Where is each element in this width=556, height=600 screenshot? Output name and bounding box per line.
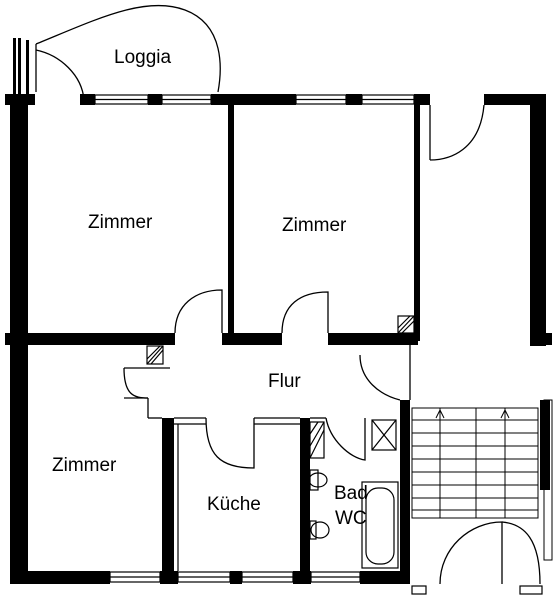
room-label-zimmer-top-right: Zimmer — [282, 215, 347, 236]
loggia-posts — [13, 38, 29, 94]
thin-walls — [124, 105, 431, 419]
bathroom-fixtures — [308, 469, 399, 569]
room-label-zimmer-bottom-left: Zimmer — [52, 455, 117, 476]
loggia-area — [35, 4, 221, 101]
room-label-bad: Bad — [334, 483, 368, 504]
windows-bottom — [109, 571, 543, 595]
room-label-loggia: Loggia — [114, 47, 171, 68]
room-label-wc: WC — [335, 508, 367, 529]
room-label-zimmer-top-left: Zimmer — [88, 212, 153, 233]
doors — [123, 104, 541, 585]
room-label-kueche: Küche — [207, 494, 261, 515]
bathtub-icon — [361, 481, 399, 569]
windows-top — [94, 94, 415, 105]
sink-icon — [310, 521, 330, 539]
shafts — [146, 315, 415, 459]
staircase — [411, 399, 553, 561]
room-label-flur: Flur — [268, 371, 301, 392]
kitchen-edges — [174, 423, 300, 571]
walls — [5, 94, 552, 584]
